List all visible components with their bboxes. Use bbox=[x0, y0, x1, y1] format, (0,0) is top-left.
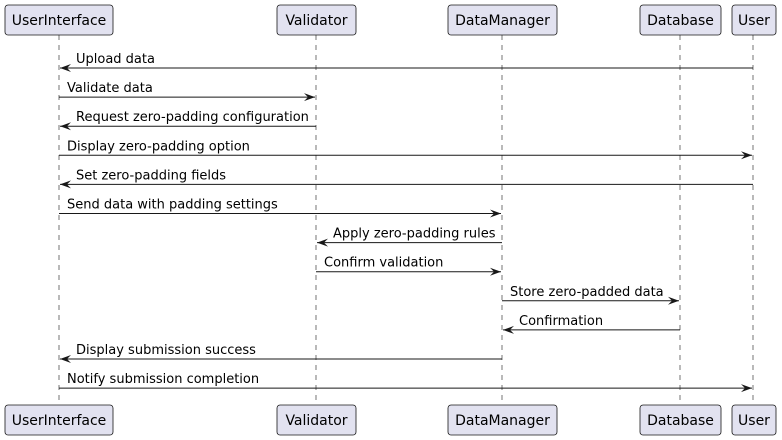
message-label: Send data with padding settings bbox=[67, 198, 278, 213]
participant-box bbox=[639, 4, 722, 36]
participant-label: Database bbox=[647, 413, 714, 429]
message-9: Store zero-padded data bbox=[502, 285, 679, 305]
participant-label: DataManager bbox=[455, 413, 550, 429]
message-label: Notify submission completion bbox=[67, 372, 259, 387]
participant-label: Validator bbox=[285, 413, 347, 429]
message-label: Confirmation bbox=[519, 314, 603, 329]
participant-box bbox=[276, 4, 357, 36]
arrowhead-icon bbox=[317, 238, 328, 247]
participant-user-top: User bbox=[731, 4, 777, 36]
arrowhead-icon bbox=[60, 180, 71, 189]
message-label: Upload data bbox=[76, 52, 155, 67]
message-2: Validate data bbox=[59, 81, 315, 102]
message-label: Validate data bbox=[67, 81, 153, 96]
participant-label: UserInterface bbox=[12, 13, 107, 29]
message-label: Confirm validation bbox=[324, 256, 443, 271]
message-3: Request zero-padding configuration bbox=[60, 110, 316, 131]
arrowhead-icon bbox=[60, 122, 71, 131]
participant-box bbox=[639, 404, 722, 436]
participant-label: User bbox=[738, 13, 770, 29]
participant-box bbox=[447, 4, 558, 36]
participant-validator-top: Validator bbox=[276, 4, 357, 36]
message-4: Display zero-padding option bbox=[59, 139, 752, 160]
participant-db-top: Database bbox=[639, 4, 722, 36]
message-12: Notify submission completion bbox=[59, 372, 752, 393]
arrowhead-icon bbox=[503, 325, 514, 334]
arrowhead-icon bbox=[490, 267, 501, 276]
participant-validator-bottom: Validator bbox=[276, 404, 357, 436]
message-5: Set zero-padding fields bbox=[60, 168, 753, 189]
participant-label: Database bbox=[647, 13, 714, 29]
participant-label: UserInterface bbox=[12, 413, 107, 429]
arrowhead-icon bbox=[741, 384, 752, 393]
message-label: Display submission success bbox=[76, 343, 256, 358]
message-label: Set zero-padding fields bbox=[76, 168, 226, 183]
message-1: Upload data bbox=[60, 52, 753, 72]
participant-ui-top: UserInterface bbox=[4, 4, 114, 36]
message-label: Request zero-padding configuration bbox=[76, 110, 309, 125]
arrowhead-icon bbox=[741, 151, 752, 160]
participant-box bbox=[731, 404, 777, 436]
participant-db-bottom: Database bbox=[639, 404, 722, 436]
message-label: Apply zero-padding rules bbox=[333, 227, 496, 242]
arrowhead-icon bbox=[668, 296, 679, 305]
arrowhead-icon bbox=[490, 209, 501, 218]
message-8: Confirm validation bbox=[316, 256, 501, 276]
participant-box bbox=[276, 404, 357, 436]
participant-box bbox=[4, 4, 114, 36]
participant-box bbox=[731, 4, 777, 36]
participant-label: Validator bbox=[285, 13, 347, 29]
message-10: Confirmation bbox=[503, 314, 680, 334]
message-11: Display submission success bbox=[60, 343, 502, 363]
message-label: Store zero-padded data bbox=[510, 285, 664, 300]
participant-label: User bbox=[738, 413, 770, 429]
message-label: Display zero-padding option bbox=[67, 139, 250, 154]
message-6: Send data with padding settings bbox=[59, 198, 501, 218]
participant-box bbox=[4, 404, 114, 436]
participant-box bbox=[447, 404, 558, 436]
message-7: Apply zero-padding rules bbox=[317, 227, 502, 247]
participant-dm-top: DataManager bbox=[447, 4, 558, 36]
participant-dm-bottom: DataManager bbox=[447, 404, 558, 436]
participant-label: DataManager bbox=[455, 13, 550, 29]
arrowhead-icon bbox=[60, 64, 71, 72]
arrowhead-icon bbox=[304, 93, 315, 102]
arrowhead-icon bbox=[60, 355, 71, 363]
participant-user-bottom: User bbox=[731, 404, 777, 436]
participant-ui-bottom: UserInterface bbox=[4, 404, 114, 436]
